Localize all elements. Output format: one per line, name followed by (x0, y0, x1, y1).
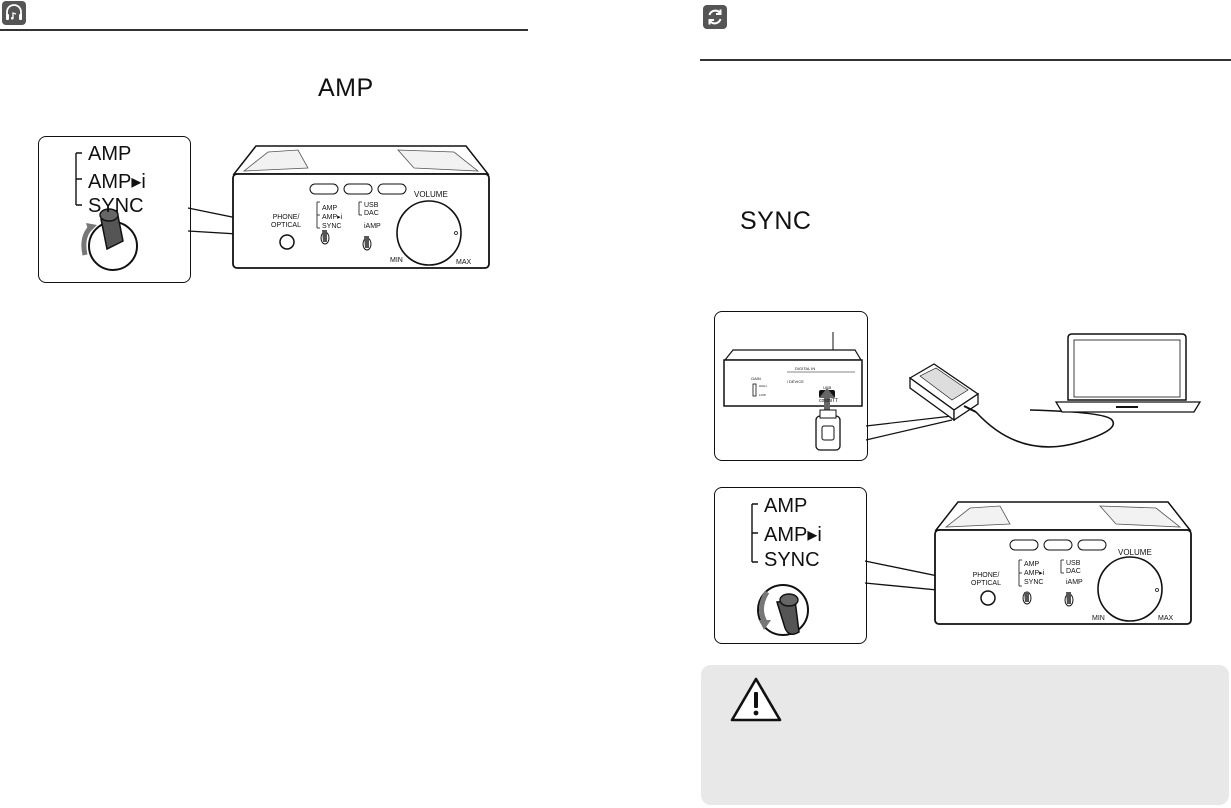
dac-label: DAC (364, 210, 379, 217)
switch-callout (38, 136, 191, 283)
min-label: MIN (390, 257, 403, 264)
digital-in-label: DIGITAL IN (795, 366, 816, 371)
gain-label: GAIN (751, 376, 761, 381)
amp-label: AMP (1024, 561, 1040, 568)
warning-box (701, 665, 1229, 805)
usb-connection-callout: DIGITAL IN i DEVICE USB GAIN HIGH LOW co… (714, 311, 868, 461)
optical-label: OPTICAL (271, 222, 301, 229)
usb-label: USB (1066, 560, 1081, 567)
sync-label: SYNC (1024, 579, 1044, 586)
brand-label: cosmiTT (819, 398, 839, 404)
low-label: LOW (759, 393, 766, 397)
max-label: MAX (456, 259, 472, 266)
amp-label: AMP (322, 205, 338, 212)
iamp-label: iAMP (364, 223, 381, 230)
min-label: MIN (1092, 615, 1105, 622)
connection-illustration (865, 333, 1202, 451)
warning-triangle-icon (730, 677, 782, 722)
amp-i-label: AMP▸i (322, 214, 343, 221)
volume-label: VOLUME (1118, 548, 1152, 557)
amp-i-label: AMP▸i (1024, 570, 1045, 577)
switch-position-amp-i: AMP▸i (764, 524, 822, 546)
section-rule (0, 29, 528, 31)
switch-position-amp: AMP (88, 143, 132, 165)
switch-position-sync: SYNC (764, 549, 820, 571)
switch-position-amp: AMP (764, 495, 808, 517)
optical-label: OPTICAL (971, 580, 1001, 587)
mode-label: SYNC (740, 207, 812, 235)
idevice-label: i DEVICE (787, 379, 804, 384)
switch-callout (714, 487, 867, 644)
volume-label: VOLUME (414, 190, 448, 199)
device-front-panel: PHONE/ OPTICAL AMP AMP▸i SYNC USB DAC iA… (228, 138, 494, 274)
switch-position-sync: SYNC (88, 195, 144, 217)
phone-label: PHONE/ (972, 572, 1000, 579)
rear-usb-label: USB (823, 385, 832, 390)
sync-label: SYNC (322, 223, 342, 230)
switch-position-amp-i: AMP▸i (88, 171, 146, 193)
device-front-panel: PHONE/ OPTICAL AMP AMP▸i SYNC USB DAC iA… (930, 494, 1196, 630)
high-label: HIGH (759, 384, 767, 388)
iamp-label: iAMP (1066, 579, 1083, 586)
mode-label: AMP (318, 74, 374, 102)
phone-label: PHONE/ (272, 214, 300, 221)
headphones-icon (2, 1, 26, 25)
max-label: MAX (1158, 615, 1174, 622)
section-rule (700, 59, 1231, 61)
dac-label: DAC (1066, 568, 1081, 575)
usb-label: USB (364, 202, 379, 209)
sync-icon (703, 5, 727, 29)
